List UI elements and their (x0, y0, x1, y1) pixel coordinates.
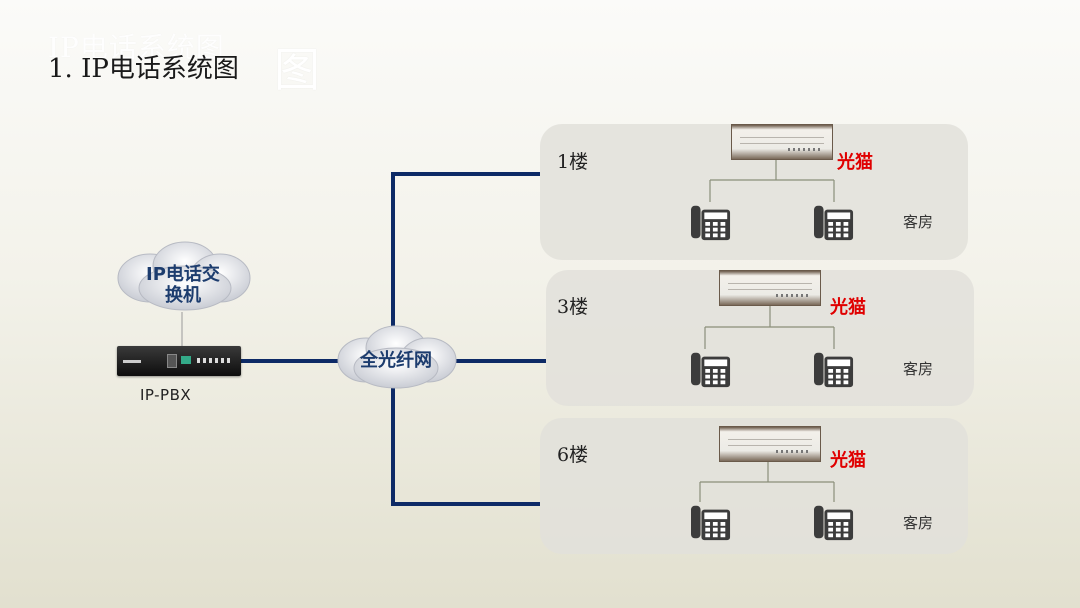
room-label-1: 客房 (903, 213, 934, 231)
pbx-cloud-line2: 换机 (165, 285, 201, 306)
room-label-3: 客房 (903, 360, 934, 378)
onu-label-3: 光猫 (830, 297, 866, 318)
phone-icon (814, 352, 854, 388)
phone-icon (814, 505, 854, 541)
pbx-cloud-label: IP电话交 换机 (118, 264, 248, 306)
ip-pbx-device (117, 346, 241, 376)
onu-device-6 (719, 426, 821, 462)
pbx-cloud (117, 241, 251, 311)
floor3-branches (704, 305, 835, 349)
onu-label-1: 光猫 (837, 152, 873, 173)
floor-label-3: 3楼 (557, 296, 589, 318)
pbx-cloud-line1: IP电话交 (146, 264, 220, 285)
phone-icon (691, 352, 731, 388)
fiber-network-label: 全光纤网 (360, 350, 432, 371)
ghost-title: IP电话系统图 (48, 31, 225, 64)
floor6-branches (699, 460, 835, 502)
onu-label-6: 光猫 (830, 450, 866, 471)
room-label-6: 客房 (903, 514, 934, 532)
fiber-network-cloud (337, 325, 457, 389)
floor-label-1: 1楼 (557, 151, 589, 173)
floor-label-6: 6楼 (557, 444, 589, 466)
floor1-branches (709, 158, 835, 202)
onu-device-1 (731, 124, 833, 160)
onu-device-3 (719, 270, 821, 306)
phone-icon (814, 205, 854, 241)
phone-icon (691, 505, 731, 541)
ghost-title-char: 图 (274, 43, 320, 97)
page-title: 1. IP电话系统图 (48, 54, 239, 84)
ip-pbx-label: IP-PBX (140, 386, 192, 404)
phone-icon (691, 205, 731, 241)
